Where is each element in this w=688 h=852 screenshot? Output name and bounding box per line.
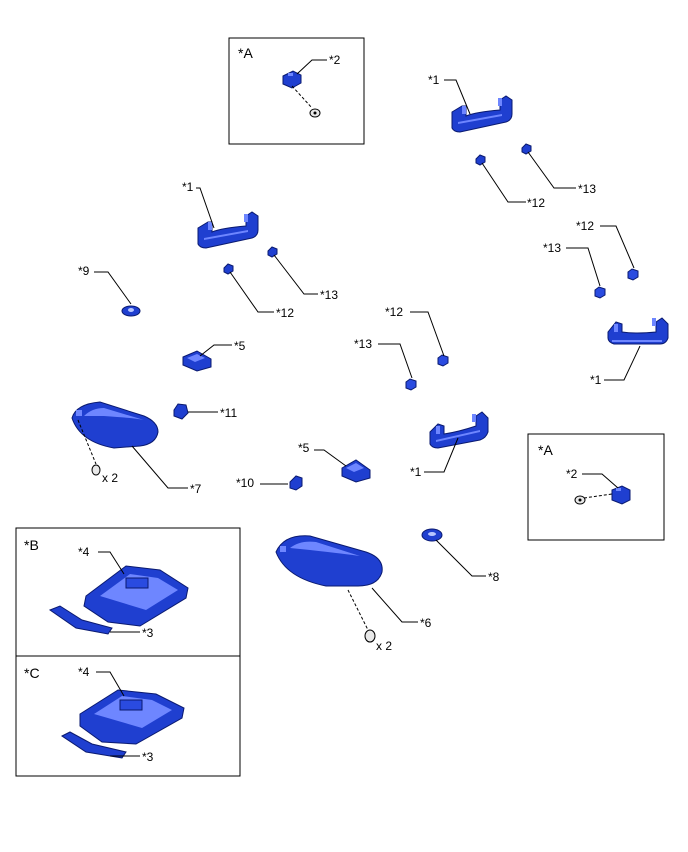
label-12-b: *12 <box>276 306 294 320</box>
part-12-clip-c <box>627 268 639 281</box>
box-label-b: *B <box>24 537 39 553</box>
part-12-clip-b <box>223 263 234 275</box>
part-3-lens-b <box>48 605 113 635</box>
detail-box-a-right: *A *2 <box>527 433 665 541</box>
label-12-d: *12 <box>385 305 403 319</box>
label-2-right: *2 <box>566 467 578 481</box>
label-1-a: *1 <box>428 73 440 87</box>
part-13-clip-b <box>267 246 278 258</box>
box-label-a-top: *A <box>238 45 253 61</box>
label-13-d: *13 <box>354 337 372 351</box>
label-11: *11 <box>220 406 237 420</box>
part-7-visor <box>71 401 159 449</box>
part-4-console-b <box>83 565 189 627</box>
label-3-c: *3 <box>142 750 154 764</box>
part-1-grip-center <box>429 411 489 449</box>
box-label-c: *C <box>24 665 40 681</box>
part-10-clip <box>289 475 303 491</box>
label-10: *10 <box>236 476 254 490</box>
detail-box-a-top: *A *2 <box>228 37 365 145</box>
label-4-b: *4 <box>78 545 90 559</box>
detail-box-c: *C *4 *3 <box>15 655 241 777</box>
screw-top <box>309 108 321 118</box>
part-1-grip-top-right <box>451 95 513 133</box>
label-5-b: *5 <box>298 441 310 455</box>
label-1-b: *1 <box>182 180 194 194</box>
qty-7: x 2 <box>102 471 118 485</box>
part-5-left <box>182 350 212 372</box>
qty-6: x 2 <box>376 639 392 653</box>
screw-right <box>574 495 586 505</box>
part-5-center <box>341 459 371 483</box>
label-13-c: *13 <box>543 241 561 255</box>
part-12-clip-d <box>437 354 449 367</box>
screw-7 <box>91 464 101 476</box>
part-1-grip-right <box>607 317 669 345</box>
label-8: *8 <box>488 570 500 584</box>
box-label-a-right: *A <box>538 442 553 458</box>
part-2-clip-top <box>282 70 302 89</box>
part-12-clip-a <box>475 154 486 166</box>
detail-box-b: *B *4 *3 <box>15 527 241 657</box>
label-1-d: *1 <box>410 465 422 479</box>
part-3-lens-c <box>61 731 127 759</box>
part-2-clip-right <box>611 485 631 505</box>
part-4-console-c <box>79 689 185 745</box>
part-11-clip <box>173 403 189 420</box>
part-13-clip-d <box>405 378 417 391</box>
label-13-a: *13 <box>578 182 596 196</box>
label-3-b: *3 <box>142 626 154 640</box>
label-2-top: *2 <box>329 53 341 67</box>
label-6: *6 <box>420 616 432 630</box>
label-9: *9 <box>78 264 90 278</box>
label-12-c: *12 <box>576 219 594 233</box>
part-6-visor <box>275 535 383 587</box>
label-1-c: *1 <box>590 373 602 387</box>
part-1-grip-left <box>197 211 259 249</box>
part-9-ring <box>121 305 141 317</box>
part-13-clip-c <box>594 286 606 299</box>
label-7: *7 <box>190 482 202 496</box>
part-8-ring <box>421 528 443 542</box>
label-13-b: *13 <box>320 288 338 302</box>
screw-6 <box>364 629 376 643</box>
label-12-a: *12 <box>527 196 545 210</box>
part-13-clip-a <box>521 143 532 155</box>
label-4-c: *4 <box>78 665 90 679</box>
label-5-a: *5 <box>234 339 246 353</box>
